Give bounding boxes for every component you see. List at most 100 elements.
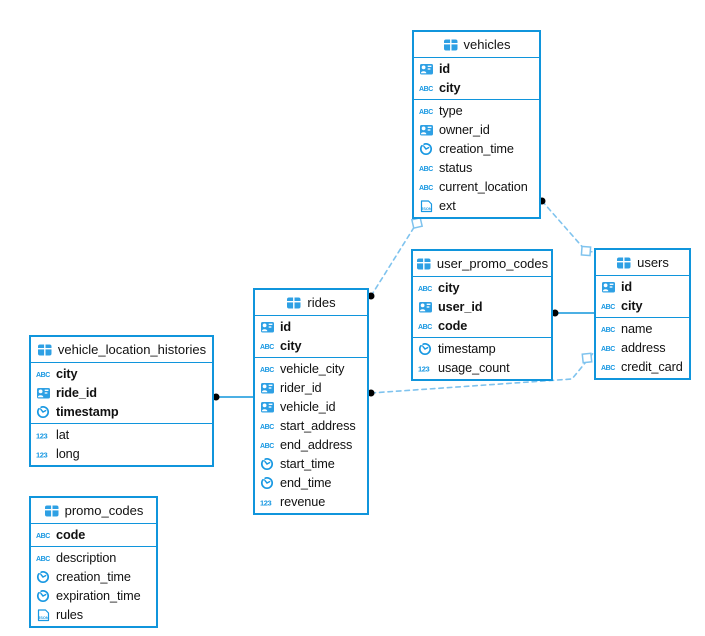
svg-text:ABC: ABC [260,367,274,374]
column-row-address[interactable]: ABC address [596,338,689,357]
svg-text:ABC: ABC [260,344,274,351]
column-row-end_time[interactable]: end_time [255,473,367,492]
column-row-ext[interactable]: JSON ext [414,196,539,215]
svg-text:ABC: ABC [36,533,50,540]
number-icon: 123 [418,361,438,375]
column-row-ride_id[interactable]: ride_id [31,383,212,402]
table-header-vehicles[interactable]: vehicles [414,32,539,58]
column-label: end_address [280,437,353,452]
varchar-icon: ABC [601,360,621,374]
column-row-timestamp[interactable]: timestamp [31,402,212,421]
column-label: ext [439,198,456,213]
svg-text:ABC: ABC [601,346,615,353]
svg-text:ABC: ABC [601,327,615,334]
column-label: status [439,160,473,175]
column-label: current_location [439,179,528,194]
column-label: owner_id [439,122,490,137]
timestamp-icon [36,405,56,419]
timestamp-icon [36,589,56,603]
column-row-creation_time[interactable]: creation_time [414,139,539,158]
column-label: credit_card [621,359,683,374]
relation-rides-users[interactable] [367,351,595,397]
relation-user_promo_codes-users[interactable] [551,309,595,317]
column-row-vehicle_city[interactable]: ABC vehicle_city [255,359,367,378]
uuid-icon [260,400,280,414]
table-header-vehicle_location_histories[interactable]: vehicle_location_histories [31,337,212,363]
column-row-timestamp[interactable]: timestamp [413,339,551,358]
column-label: timestamp [438,341,496,356]
column-row-creation_time[interactable]: creation_time [31,567,156,586]
svg-text:ABC: ABC [419,86,433,93]
uuid-icon [419,123,439,137]
column-row-id[interactable]: id [596,277,689,296]
column-row-name[interactable]: ABC name [596,319,689,338]
column-row-user_id[interactable]: user_id [413,297,551,316]
timestamp-icon [36,570,56,584]
svg-text:123: 123 [260,498,272,507]
column-label: address [621,340,666,355]
timestamp-icon [418,342,438,356]
column-label: ride_id [56,385,97,400]
number-icon: 123 [36,428,56,442]
column-label: code [56,527,86,542]
uuid-icon [36,386,56,400]
column-label: id [439,61,451,76]
relation-vehicles-users[interactable] [538,197,595,257]
relation-vehicle_location_histories-rides[interactable] [212,393,254,401]
column-row-start_time[interactable]: start_time [255,454,367,473]
column-label: vehicle_city [280,361,345,376]
column-row-vehicle_id[interactable]: vehicle_id [255,397,367,416]
json-icon: JSON [36,608,56,622]
svg-text:ABC: ABC [418,324,432,331]
column-row-code[interactable]: ABC code [31,525,156,544]
table-header-rides[interactable]: rides [255,290,367,316]
column-row-expiration_time[interactable]: expiration_time [31,586,156,605]
column-label: city [621,298,643,313]
column-label: lat [56,427,70,442]
column-label: timestamp [56,404,119,419]
column-row-id[interactable]: id [414,59,539,78]
varchar-icon: ABC [418,319,438,333]
column-row-rider_id[interactable]: rider_id [255,378,367,397]
svg-text:JSON: JSON [421,206,432,211]
column-row-owner_id[interactable]: owner_id [414,120,539,139]
table-header-user_promo_codes[interactable]: user_promo_codes [413,251,551,277]
json-icon: JSON [419,199,439,213]
column-label: creation_time [56,569,131,584]
uuid-icon [601,280,621,294]
varchar-icon: ABC [419,161,439,175]
table-header-promo_codes[interactable]: promo_codes [31,498,156,524]
table-icon [37,343,53,357]
table-header-users[interactable]: users [596,250,689,276]
column-label: name [621,321,653,336]
column-row-id[interactable]: id [255,317,367,336]
varchar-icon: ABC [419,180,439,194]
